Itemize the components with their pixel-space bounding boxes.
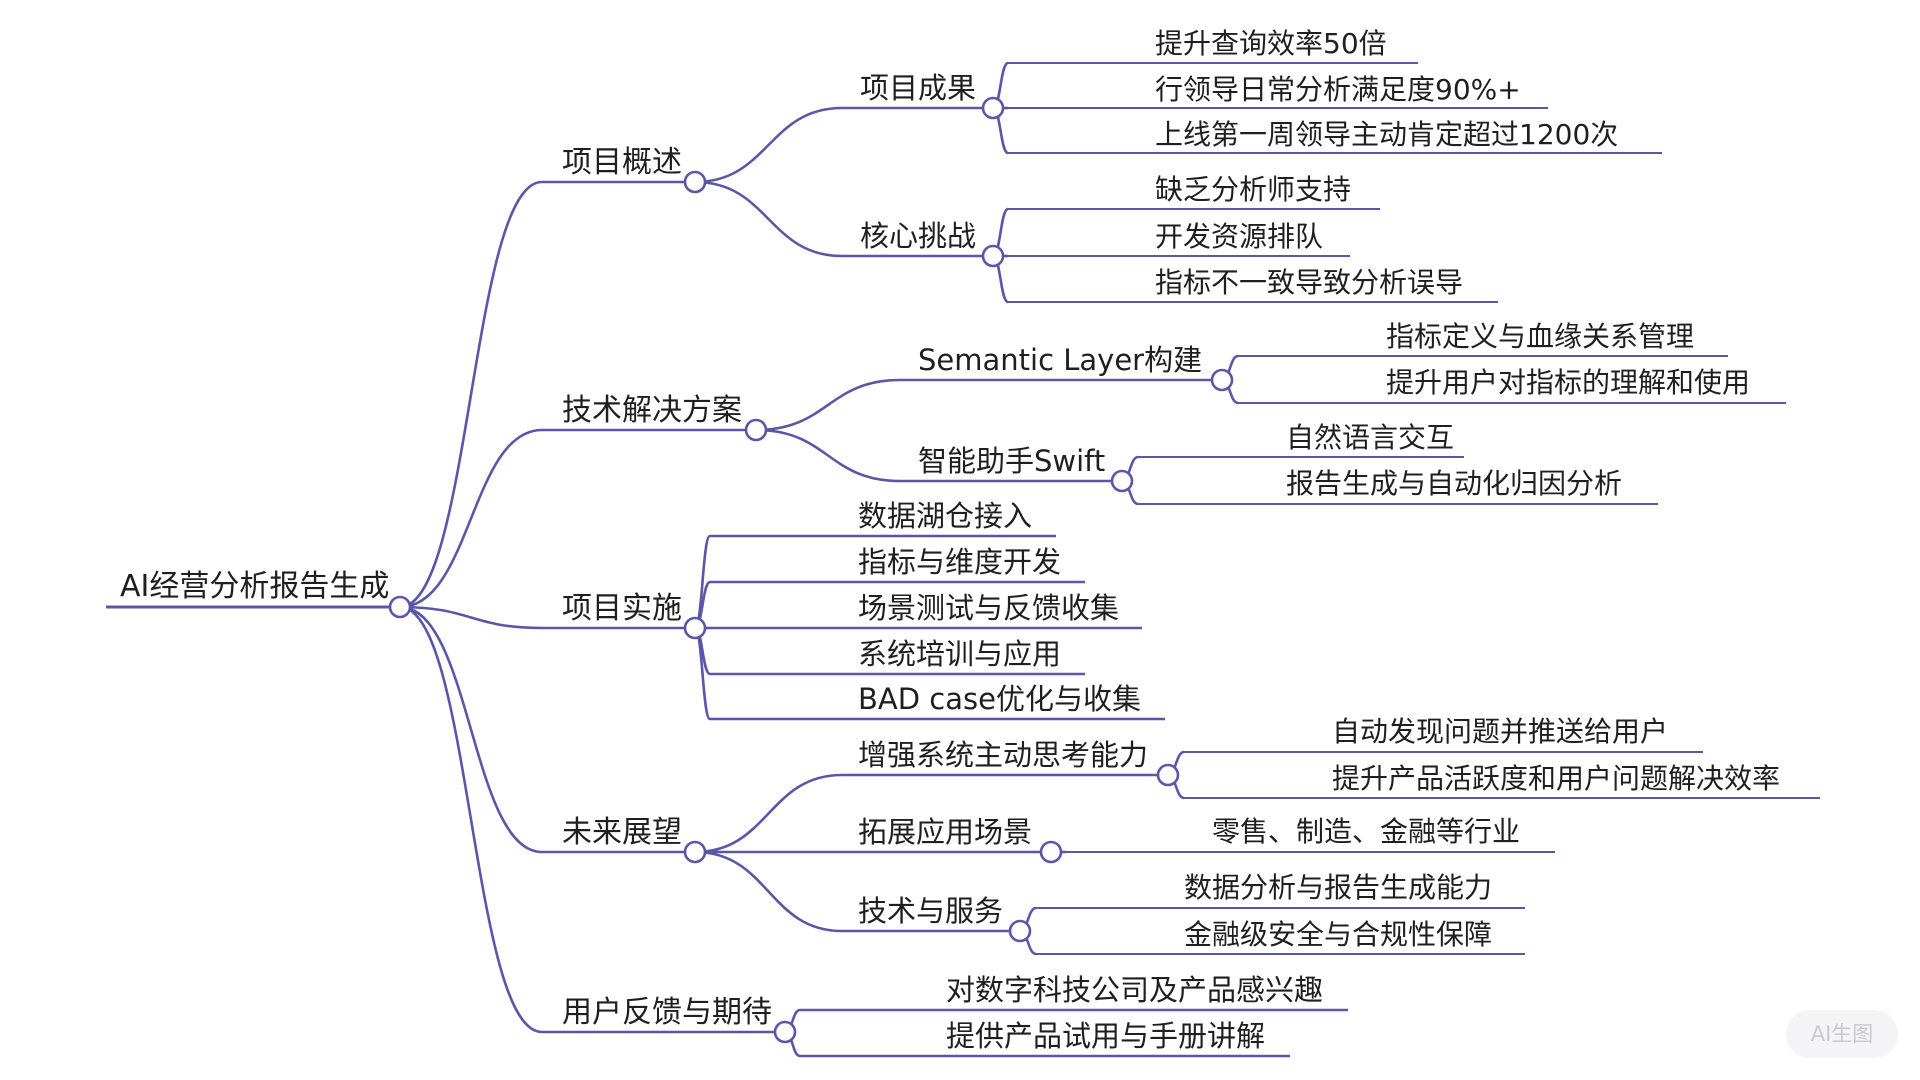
ai-watermark-badge: AI生图 xyxy=(1786,1010,1898,1058)
connector-node-0-0 xyxy=(694,106,843,184)
mindmap-level3-label[interactable]: 数据分析与报告生成能力 xyxy=(1184,871,1493,904)
mindmap-level2-label[interactable]: 系统培训与应用 xyxy=(858,637,1062,671)
mindmap-level2-label[interactable]: 拓展应用场景 xyxy=(858,815,1033,849)
mindmap-level3-label[interactable]: 自动发现问题并推送给用户 xyxy=(1332,715,1669,748)
collapse-toggle-node-1-0[interactable] xyxy=(1210,368,1234,392)
mindmap-level3-label[interactable]: 提升用户对指标的理解和使用 xyxy=(1386,366,1751,399)
collapse-toggle-node-3-0[interactable] xyxy=(1156,763,1180,787)
collapse-toggle-node-1-1[interactable] xyxy=(1110,469,1134,493)
mindmap-level2-label[interactable]: 技术与服务 xyxy=(858,894,1004,928)
mindmap-level3-label[interactable]: 行领导日常分析满足度90%+ xyxy=(1155,73,1521,106)
mindmap-level1-label[interactable]: 用户反馈与期待 xyxy=(562,995,772,1030)
connector-node-4 xyxy=(399,605,543,1034)
collapse-toggle-node-0-1[interactable] xyxy=(981,244,1005,268)
mindmap-level2-label[interactable]: 数据湖仓接入 xyxy=(858,499,1033,533)
mindmap-level1-label[interactable]: 未来展望 xyxy=(562,815,682,850)
mindmap-level2-label[interactable]: BAD case优化与收集 xyxy=(858,682,1141,716)
mindmap-level3-label[interactable]: 指标不一致导致分析误导 xyxy=(1155,266,1464,299)
mindmap-level2-label[interactable]: 指标与维度开发 xyxy=(858,545,1062,579)
mindmap-level1-label[interactable]: 技术解决方案 xyxy=(562,393,742,428)
mindmap-level1-label[interactable]: 项目概述 xyxy=(562,145,682,180)
mindmap-level3-label[interactable]: 上线第一周领导主动肯定超过1200次 xyxy=(1155,118,1619,151)
collapse-toggle-node-0-0[interactable] xyxy=(981,96,1005,120)
connector-node-3-2 xyxy=(694,850,843,933)
mindmap-level1-label[interactable]: 项目实施 xyxy=(562,591,682,626)
connector-node-0-1 xyxy=(694,180,843,258)
collapse-toggle-node-3-1[interactable] xyxy=(1039,840,1063,864)
mindmap-level3-label[interactable]: 零售、制造、金融等行业 xyxy=(1212,815,1521,848)
collapse-toggle-node-3-2[interactable] xyxy=(1008,919,1032,943)
mindmap-level2-label[interactable]: 核心挑战 xyxy=(860,219,977,253)
mindmap-root-label[interactable]: AI经营分析报告生成 xyxy=(120,569,390,604)
mindmap-level3-label[interactable]: 报告生成与自动化归因分析 xyxy=(1286,467,1623,500)
collapse-toggle-node-0[interactable] xyxy=(683,170,707,194)
collapse-toggle-root[interactable] xyxy=(388,595,412,619)
mindmap-level2-label[interactable]: 对数字科技公司及产品感兴趣 xyxy=(946,973,1324,1007)
connector-node-1-1 xyxy=(755,428,901,483)
connector-node-3-0 xyxy=(694,773,843,854)
connector-node-0 xyxy=(399,180,543,609)
mindmap-level3-label[interactable]: 指标定义与血缘关系管理 xyxy=(1386,320,1695,353)
mindmap-level2-label[interactable]: 场景测试与反馈收集 xyxy=(858,591,1120,625)
collapse-toggle-node-2[interactable] xyxy=(683,616,707,640)
collapse-toggle-node-1[interactable] xyxy=(744,418,768,442)
connector-node-3 xyxy=(399,605,543,854)
mindmap-level2-label[interactable]: 提供产品试用与手册讲解 xyxy=(946,1019,1266,1053)
mindmap-level3-label[interactable]: 开发资源排队 xyxy=(1155,220,1324,253)
mindmap-level3-label[interactable]: 缺乏分析师支持 xyxy=(1155,173,1352,206)
connector-node-2 xyxy=(399,605,543,630)
mindmap-level2-label[interactable]: 智能助手Swift xyxy=(918,444,1106,478)
connector-node-1 xyxy=(399,428,543,609)
collapse-toggle-node-3[interactable] xyxy=(683,840,707,864)
mindmap-level2-label[interactable]: 增强系统主动思考能力 xyxy=(858,738,1149,772)
mindmap-level3-label[interactable]: 提升查询效率50倍 xyxy=(1155,27,1387,60)
connector-node-1-0 xyxy=(755,378,901,432)
collapse-toggle-node-4[interactable] xyxy=(773,1020,797,1044)
mindmap-level3-label[interactable]: 提升产品活跃度和用户问题解决效率 xyxy=(1332,762,1781,795)
mindmap-level2-label[interactable]: Semantic Layer构建 xyxy=(918,343,1203,377)
mindmap-level3-label[interactable]: 金融级安全与合规性保障 xyxy=(1184,918,1493,951)
mindmap-level3-label[interactable]: 自然语言交互 xyxy=(1286,421,1455,454)
mindmap-level2-label[interactable]: 项目成果 xyxy=(860,71,977,105)
